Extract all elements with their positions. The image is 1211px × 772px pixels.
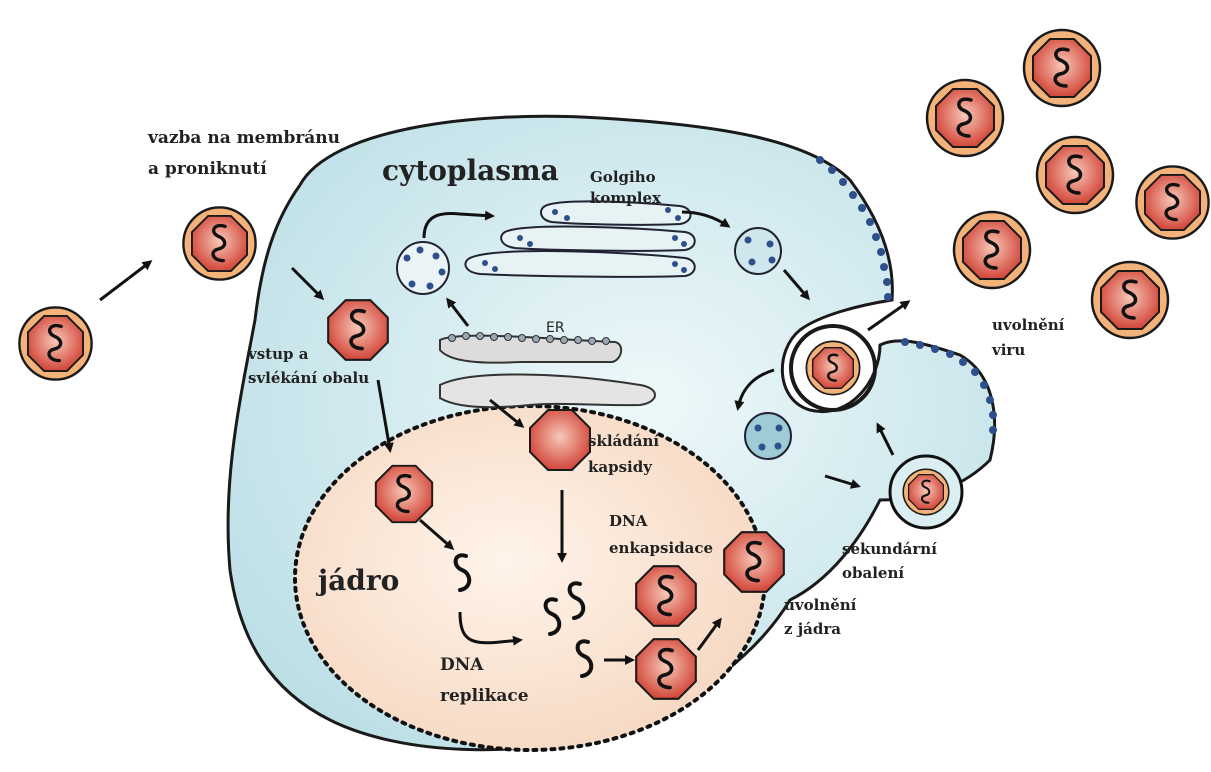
vesicle-lower	[745, 413, 791, 459]
label-er: ER	[546, 320, 565, 336]
virion-released-1	[1024, 30, 1100, 106]
virion-released-3	[1037, 137, 1113, 213]
label-cytoplasm: cytoplasma	[382, 154, 559, 187]
virion-released-2	[927, 80, 1003, 156]
virion-released-5	[954, 212, 1030, 288]
virion-released-4	[1136, 166, 1208, 238]
capsid-nuclear-entry	[376, 466, 432, 522]
vesicle-right	[735, 228, 781, 274]
label-nuclear-release: uvolnění z jádra	[784, 596, 862, 638]
label-nucleus: jádro	[315, 564, 399, 597]
secondary-envelopment-vesicle	[890, 456, 962, 528]
label-secondary-envelopment: sekundární obalení	[842, 540, 942, 582]
capsid-encapsidation-1	[636, 566, 696, 626]
vesicle-left	[397, 242, 449, 294]
capsid-encapsidation-2	[636, 639, 696, 699]
virion-released-6	[1092, 262, 1168, 338]
capsid-empty-assembly	[530, 410, 590, 470]
capsid-nuclear-exit	[724, 532, 784, 592]
capsid-uncoating	[328, 300, 388, 360]
label-virus-release: uvolnění viru	[991, 316, 1070, 359]
budding-virion	[791, 326, 875, 410]
virion-binding	[183, 207, 255, 279]
virion-incoming	[19, 307, 91, 379]
